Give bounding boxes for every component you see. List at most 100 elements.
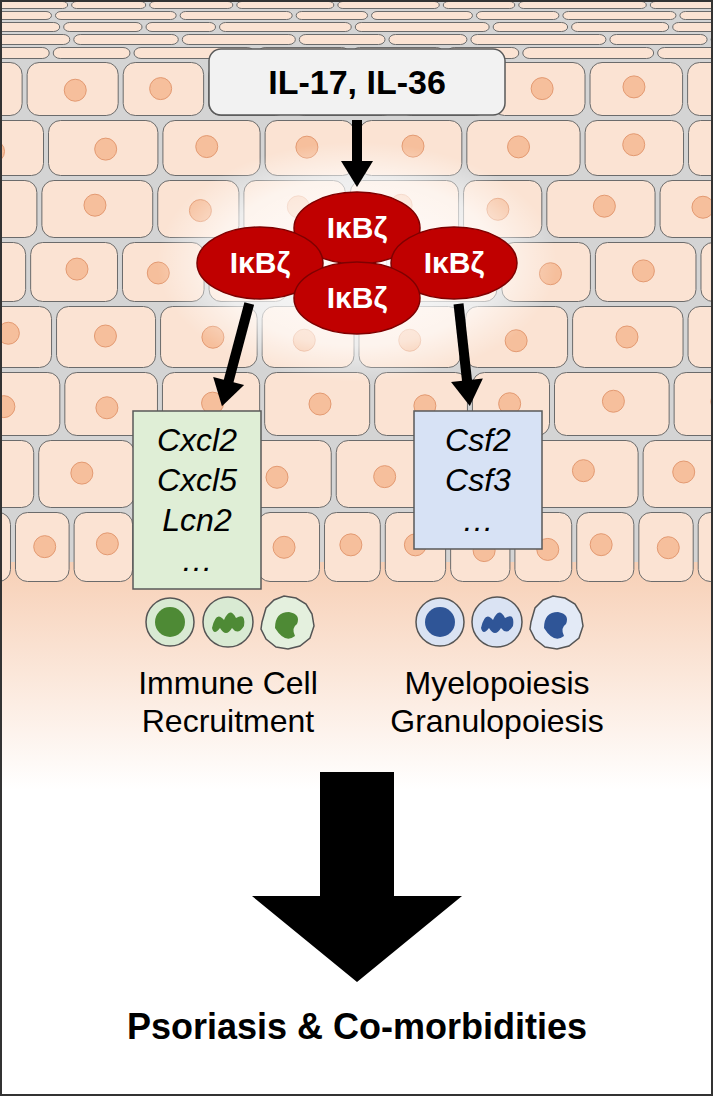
flat-cell [355,23,489,32]
flat-cell [55,12,176,20]
node-text: IκBζ [293,281,421,315]
cell-nucleus [632,260,654,282]
flat-cell [182,35,295,45]
keratinocyte [590,63,683,116]
cell-nucleus [374,466,396,488]
keratinocyte [643,441,713,508]
cell-nucleus [657,537,679,559]
keratinocyte [698,513,713,582]
cell-nucleus [590,534,612,556]
cell-nucleus [94,325,116,347]
node-text: IL-17, IL-36 [208,62,506,102]
keratinocyte [31,243,118,302]
ellipse-fill [294,262,420,334]
flat-cell [0,48,49,59]
keratinocyte [573,307,683,368]
cell-nucleus [602,390,624,412]
keratinocyte [492,63,585,116]
dermis-gradient [0,560,713,790]
flat-cell [610,35,707,45]
flat-cell [563,12,676,20]
keratinocyte [660,181,713,238]
flat-cell [64,23,142,32]
keratinocyte [0,121,44,176]
keratinocyte [0,63,22,116]
flat-cell [650,2,713,9]
cell-nucleus [66,258,88,280]
flat-cell [180,12,292,20]
cell-nucleus [96,397,118,419]
flat-cell [53,48,130,59]
flat-cell [658,48,713,59]
keratinocyte [0,373,60,436]
nucleus [275,612,298,639]
flat-cell [680,12,713,20]
keratinocyte [585,121,683,176]
cell-nucleus [273,536,295,558]
flat-cell [523,48,654,59]
keratinocyte [42,181,153,238]
flat-cell [338,2,439,9]
cell-nucleus [593,195,615,217]
outcome-label: Immune Cell Recruitment [103,664,353,740]
neutrophil-icon [203,597,253,647]
monocyte-icon [530,596,583,649]
keratinocyte [555,373,670,436]
ikbz-ellipse: IκBζ [293,261,421,335]
keratinocyte [74,513,133,582]
flat-cell [72,2,146,9]
cell-nucleus [0,322,19,344]
flat-cell [74,35,179,45]
connector-arrow [341,120,373,187]
cell-nucleus [266,466,288,488]
cell-nucleus [34,536,56,558]
disease-label: Psoriasis & Co-morbidities [37,1006,677,1048]
flat-cell [146,23,216,32]
keratinocyte [123,63,203,116]
keratinocyte [39,441,135,508]
immune-cell-icons [146,596,314,649]
flat-cell [0,23,60,32]
nucleus [481,612,513,633]
keratinocyte [0,181,37,238]
keratinocyte [547,181,655,238]
flat-cell [150,2,233,9]
keratinocyte [0,441,34,508]
cell-nucleus [84,194,106,216]
keratinocyte [325,513,381,582]
keratinocyte [27,63,118,116]
flat-cell [673,23,713,32]
keratinocyte [527,441,638,508]
connector-line [228,303,250,384]
arrowhead [341,161,373,187]
flat-cell [0,2,68,9]
keratinocyte [49,121,158,176]
node-text: Cxcl2 [132,420,262,460]
keratinocyte [577,513,634,582]
keratinocyte-layer [0,2,713,582]
cell-nucleus [692,196,713,218]
flat-cell [0,12,51,20]
cell-nucleus [96,533,118,555]
nucleus [155,607,185,637]
node-text: … [413,500,543,540]
gene-list-box: Csf2Csf3… [413,410,543,550]
cluster-glow [157,142,557,382]
keratinocyte [57,307,156,368]
cell-nucleus [623,76,645,98]
keratinocyte [0,243,26,302]
myeloid-cell-icons [416,596,583,649]
flat-cell [237,2,334,9]
cell-nucleus [673,461,695,483]
nucleus [212,612,244,633]
node-text: IκBζ [196,246,324,280]
cell-nucleus [340,534,362,556]
flat-cell [389,35,467,45]
epidermis-ground [0,0,713,562]
cell-nucleus [572,460,594,482]
node-text: … [132,540,262,580]
node-text: IκBζ [293,211,421,245]
keratinocyte [595,243,696,302]
